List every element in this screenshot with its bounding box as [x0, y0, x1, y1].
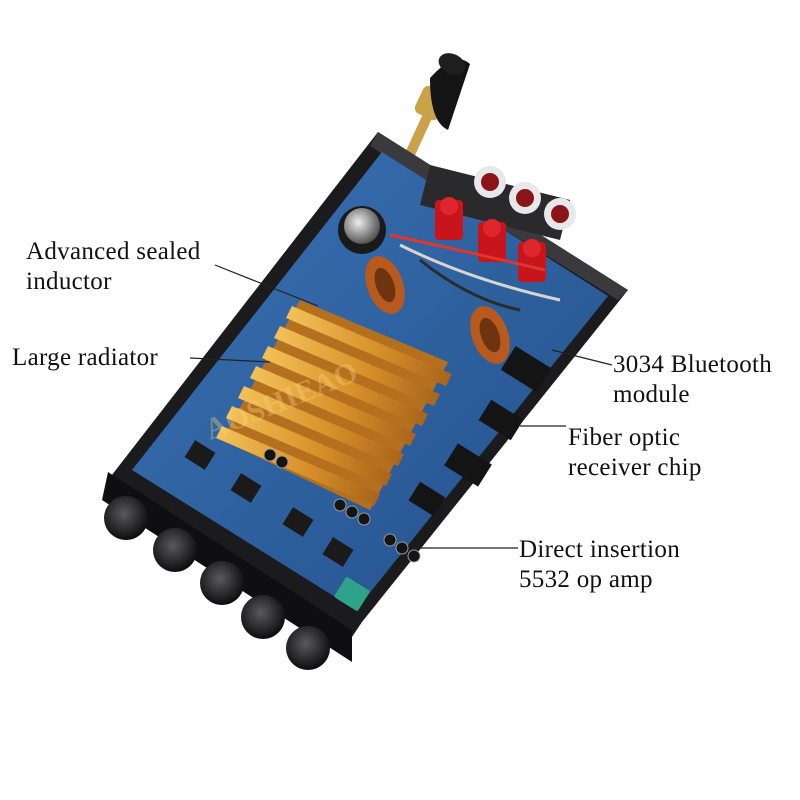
- label-fiber: Fiber optic receiver chip: [568, 423, 702, 483]
- knob-4[interactable]: [241, 595, 285, 639]
- label-opamp-line2: 5532 op amp: [519, 566, 653, 593]
- label-opamp-line1: Direct insertion: [519, 536, 681, 563]
- label-radiator-line1: Large radiator: [12, 344, 159, 371]
- inductors: [365, 256, 510, 364]
- leader-radiator: [189, 357, 271, 363]
- antenna: [400, 53, 470, 168]
- speaker-terminals: [420, 165, 576, 282]
- label-bluetooth-line1: 3034 Bluetooth: [613, 351, 773, 378]
- label-bluetooth: 3034 Bluetooth module: [613, 350, 772, 410]
- control-knobs: [104, 496, 330, 670]
- callout-lines: [189, 264, 613, 549]
- leader-inductor: [214, 264, 319, 307]
- label-inductor-line2: inductor: [26, 268, 112, 295]
- label-inductor-line1: Advanced sealed: [26, 238, 201, 265]
- label-bluetooth-line2: module: [613, 381, 690, 408]
- wires: [389, 233, 561, 312]
- knob-3[interactable]: [200, 561, 244, 605]
- knob-1[interactable]: [104, 496, 148, 540]
- knob-2[interactable]: [153, 528, 197, 572]
- label-opamp: Direct insertion 5532 op amp: [519, 535, 680, 595]
- label-radiator: Large radiator: [12, 343, 158, 373]
- label-fiber-line2: receiver chip: [568, 454, 702, 481]
- label-inductor: Advanced sealed inductor: [26, 237, 201, 297]
- small-capacitors: [263, 448, 421, 563]
- main-capacitor: [338, 206, 386, 254]
- ic-chips: [184, 345, 552, 567]
- power-switch-block: [334, 577, 370, 611]
- knob-5[interactable]: [286, 626, 330, 670]
- label-fiber-line1: Fiber optic: [568, 424, 681, 451]
- leader-bluetooth: [551, 349, 613, 366]
